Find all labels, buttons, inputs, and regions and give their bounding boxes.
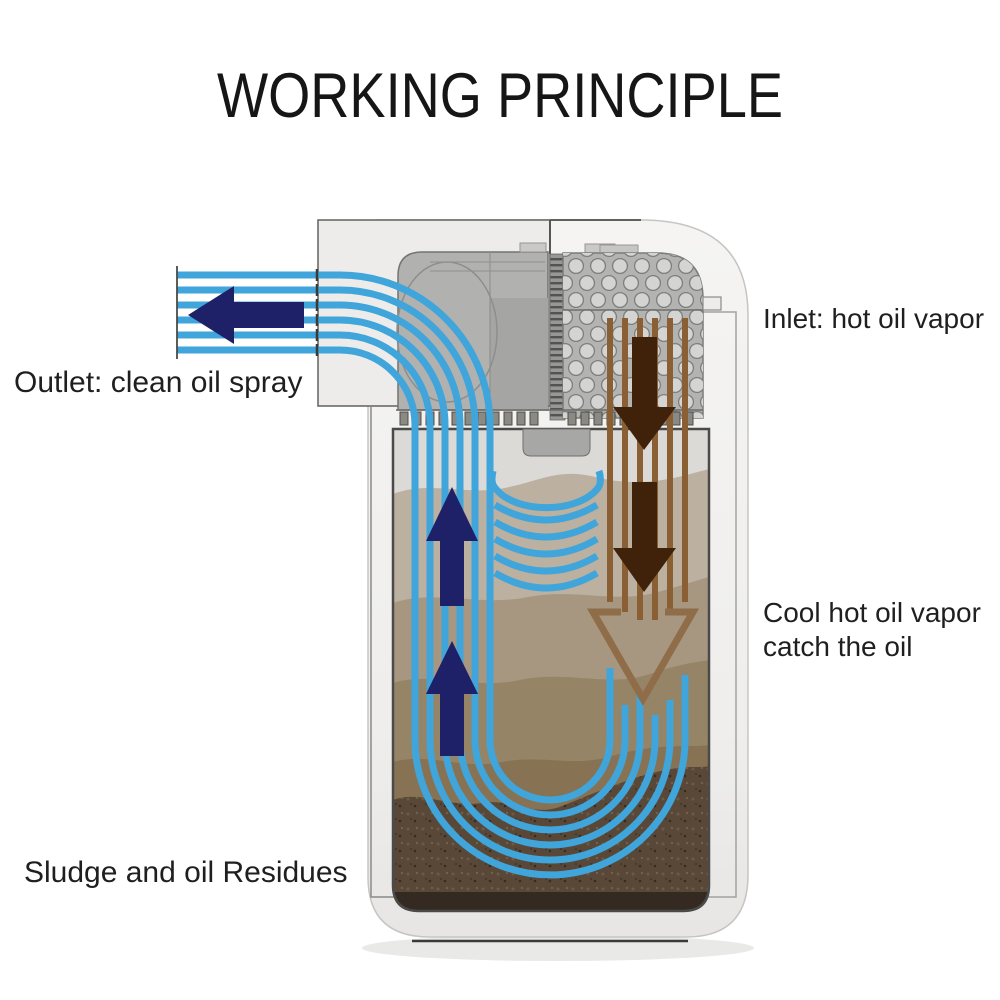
shell-left-contour [370, 407, 399, 898]
condense-arrow-hollow [586, 608, 700, 707]
rise-arrow-upper [426, 487, 478, 606]
cool-label: Cool hot oil vapor catch the oil [763, 596, 981, 664]
shell-right-contour [703, 311, 737, 898]
page-title: WORKING PRINCIPLE [217, 61, 783, 131]
cool-label-line2: catch the oil [763, 631, 913, 662]
condensation-arcs [488, 469, 604, 592]
clean-oil-flow-lines [176, 266, 689, 879]
rise-arrow-lower [426, 641, 478, 756]
cool-label-line1: Cool hot oil vapor [763, 597, 981, 628]
inlet-label: Inlet: hot oil vapor [763, 303, 985, 334]
outlet-label: Outlet: clean oil spray [14, 366, 303, 399]
inlet-arrow-upper [613, 337, 676, 450]
motor-assembly [396, 220, 639, 421]
motor-block [490, 298, 548, 410]
device-shadow [362, 935, 754, 961]
sludge-texture [393, 766, 709, 911]
grille-tab [702, 296, 722, 311]
outlet-arrow [188, 286, 304, 344]
intake-funnel [522, 428, 591, 457]
container-bottom-shadow [393, 892, 709, 911]
container-border [391, 427, 711, 913]
sludge-label: Sludge and oil Residues [24, 856, 348, 889]
inlet-arrow-lower [613, 482, 676, 592]
